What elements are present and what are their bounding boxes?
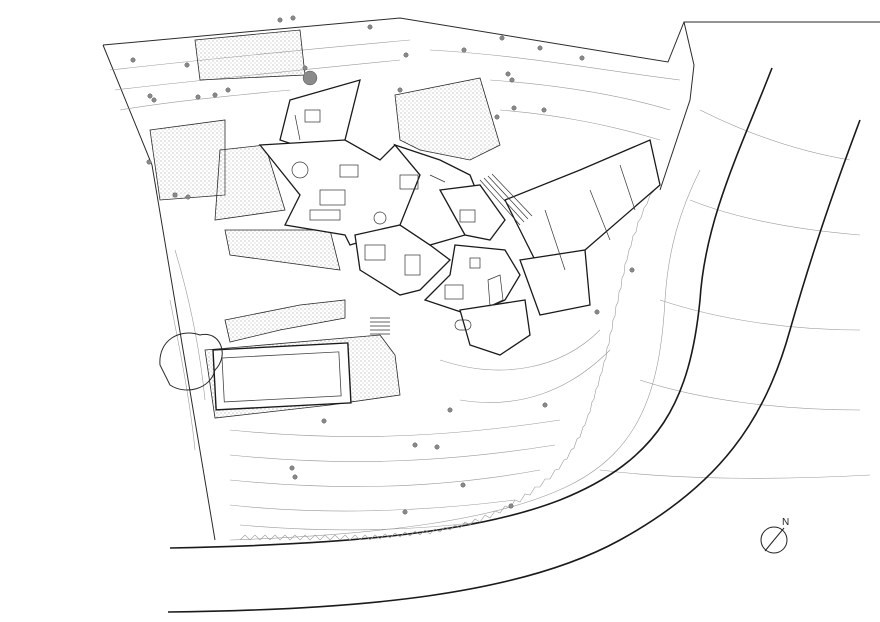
stairs xyxy=(370,173,533,335)
north-label: N xyxy=(782,517,789,528)
house-main-structure xyxy=(258,79,661,356)
furniture-layout xyxy=(291,109,636,331)
landscape-areas xyxy=(149,29,501,343)
site-boundary xyxy=(102,17,880,541)
zigzag-fence xyxy=(239,182,658,541)
pool-terrace xyxy=(204,334,401,419)
road xyxy=(167,67,861,613)
north-arrow: N xyxy=(760,517,789,554)
contour-lines xyxy=(109,39,871,531)
rock-outcrop xyxy=(159,332,223,391)
pool xyxy=(212,342,352,411)
trees xyxy=(130,15,635,515)
